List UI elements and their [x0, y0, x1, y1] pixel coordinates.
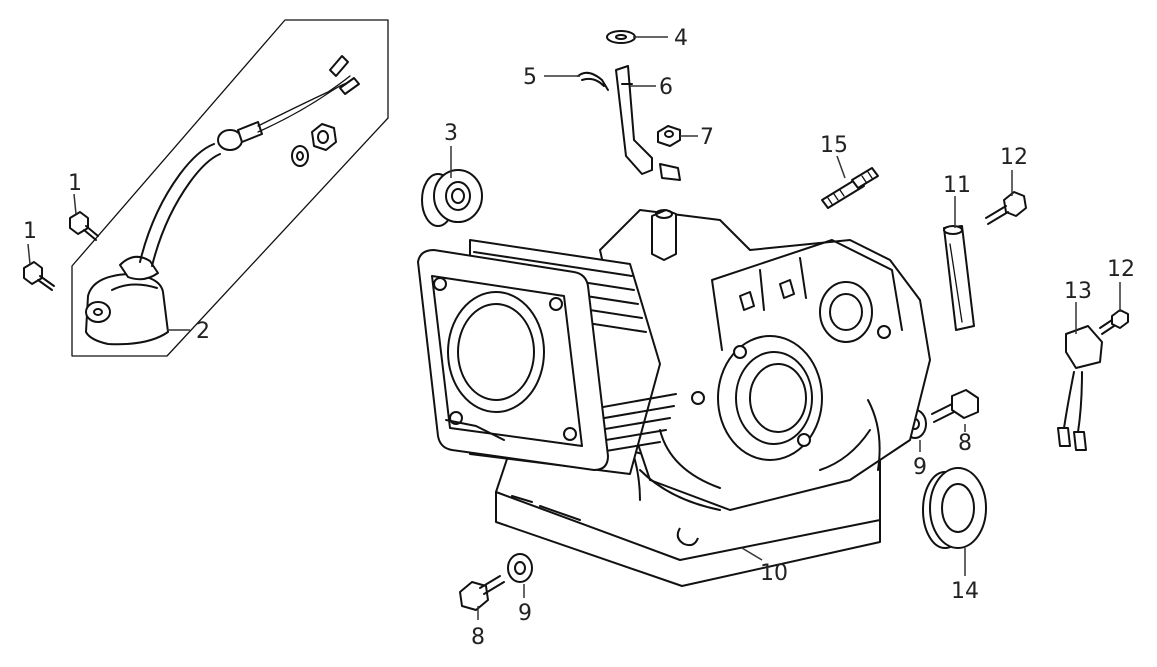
ball-bearing-part-3 [421, 169, 483, 227]
callout-labels: 1 1 2 3 4 5 6 7 8 8 9 9 10 11 12 12 13 1… [23, 26, 1135, 650]
callout-14: 14 [951, 579, 979, 604]
callout-1-upper: 1 [68, 171, 82, 196]
drain-bolt-part-8-right [931, 389, 979, 423]
callout-6: 6 [659, 75, 673, 100]
washer-part-4 [606, 30, 636, 44]
callout-15: 15 [820, 133, 848, 158]
callout-9-right: 9 [913, 455, 927, 480]
ignition-coil-inset-frame [71, 19, 389, 357]
clip-part-5 [577, 71, 609, 91]
callout-2: 2 [196, 319, 210, 344]
nut-part-7 [657, 125, 681, 147]
drain-bolt-part-8-bottom [459, 575, 505, 611]
callout-1-lower: 1 [23, 219, 37, 244]
governor-shaft-part-6 [615, 65, 681, 181]
callout-8-bottom: 8 [471, 625, 485, 650]
callout-9-bottom: 9 [518, 601, 532, 626]
callout-13: 13 [1064, 279, 1092, 304]
callout-12-lower: 12 [1107, 257, 1135, 282]
ignition-coil-assembly [71, 19, 389, 357]
callout-10: 10 [760, 561, 788, 586]
callout-12-upper: 12 [1000, 145, 1028, 170]
callout-7: 7 [700, 125, 714, 150]
leader-lines [27, 36, 1121, 620]
callout-3: 3 [444, 121, 458, 146]
bolt-part-12-lower [1099, 309, 1129, 335]
oil-seal-part-14 [922, 467, 987, 549]
callout-4: 4 [674, 26, 688, 51]
stud-bolt-part-15 [821, 167, 879, 209]
callout-5: 5 [523, 65, 537, 90]
oil-alert-unit-part-13 [1057, 325, 1103, 451]
oil-level-gauge-part-11 [943, 225, 975, 331]
callout-8-right: 8 [958, 431, 972, 456]
callout-11: 11 [943, 173, 971, 198]
cylinder-block [417, 239, 677, 475]
bolt-part-12-upper [985, 191, 1027, 225]
bolt-part-1-lower [23, 261, 55, 291]
bolt-part-1-upper [69, 211, 99, 241]
washer-part-9-bottom [507, 553, 533, 583]
